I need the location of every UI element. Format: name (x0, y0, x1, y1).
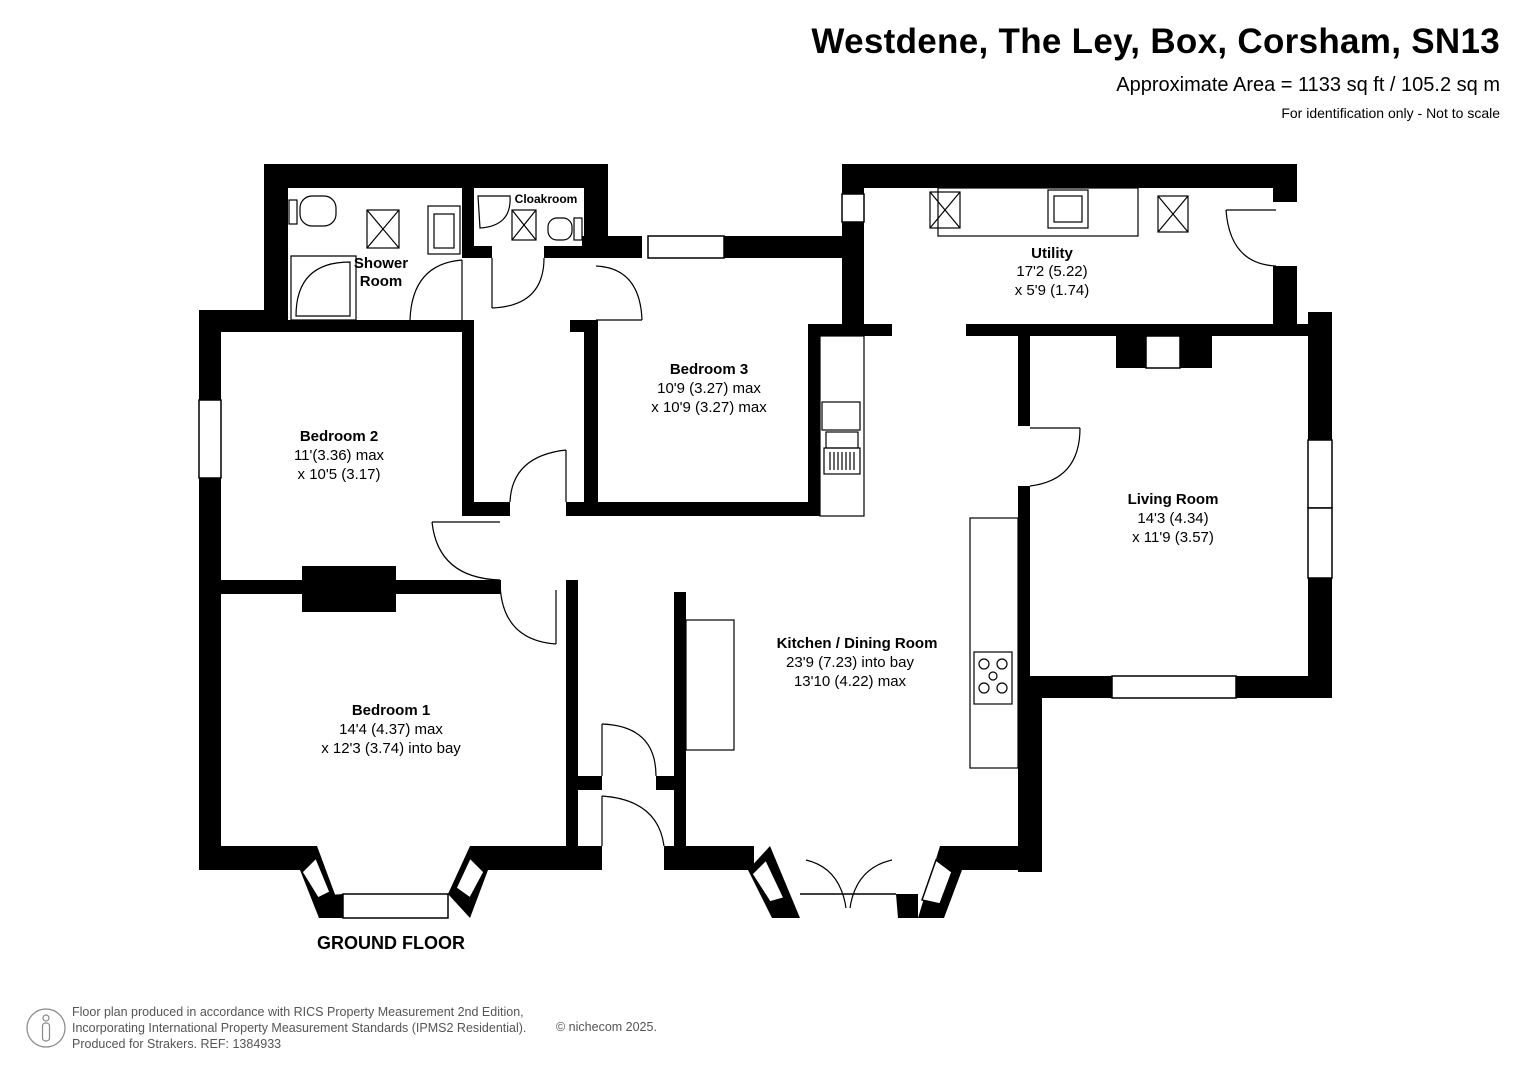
floor-name: GROUND FLOOR (317, 933, 465, 953)
page-title: Westdene, The Ley, Box, Corsham, SN13 (811, 22, 1500, 61)
living-room-name: Living Room (1128, 491, 1219, 508)
bedroom1-dim-1: 14'4 (4.37) max (339, 721, 443, 738)
footer-notes: Floor plan produced in accordance with R… (72, 1004, 526, 1052)
doors (409, 209, 1277, 909)
footer-line-1: Floor plan produced in accordance with R… (72, 1005, 524, 1019)
bedroom3-dim-1: 10'9 (3.27) max (657, 380, 761, 397)
shower-room-name-1: Shower (354, 255, 408, 272)
bedroom3-name: Bedroom 3 (670, 361, 748, 378)
kitchen-dim-2: 13'10 (4.22) max (794, 673, 907, 690)
shower-room-name-2: Room (360, 273, 403, 290)
kitchen-name: Kitchen / Dining Room (777, 635, 938, 652)
living-room-dim-1: 14'3 (4.34) (1137, 510, 1208, 527)
approximate-area: Approximate Area = 1133 sq ft / 105.2 sq… (1116, 74, 1500, 96)
scale-note: For identification only - Not to scale (1281, 105, 1500, 121)
fixtures (288, 187, 1189, 769)
bedroom1-name: Bedroom 1 (352, 702, 430, 719)
bedroom2-dim-1: 11'(3.36) max (294, 447, 385, 464)
kitchen-dim-1: 23'9 (7.23) into bay (786, 654, 914, 671)
person-logo-icon (26, 1008, 66, 1048)
walls (199, 164, 1332, 872)
utility-dim-1: 17'2 (5.22) (1016, 263, 1087, 280)
room-labels: Shower Room Cloakroom Utility 17'2 (5.22… (294, 192, 1218, 953)
utility-name: Utility (1031, 245, 1073, 262)
bedroom2-dim-2: x 10'5 (3.17) (298, 466, 381, 483)
bedroom3-dim-2: x 10'9 (3.27) max (651, 399, 767, 416)
living-room-dim-2: x 11'9 (3.57) (1132, 529, 1214, 546)
bedroom2-name: Bedroom 2 (300, 428, 378, 445)
footer-line-3: Produced for Strakers. REF: 1384933 (72, 1037, 282, 1051)
utility-dim-2: x 5'9 (1.74) (1015, 282, 1090, 299)
windows (198, 193, 1333, 919)
cloakroom-name: Cloakroom (515, 192, 578, 206)
bedroom1-dim-2: x 12'3 (3.74) into bay (321, 740, 461, 757)
copyright: © nichecom 2025. (556, 1020, 657, 1034)
footer-line-2: Incorporating International Property Mea… (72, 1021, 527, 1035)
